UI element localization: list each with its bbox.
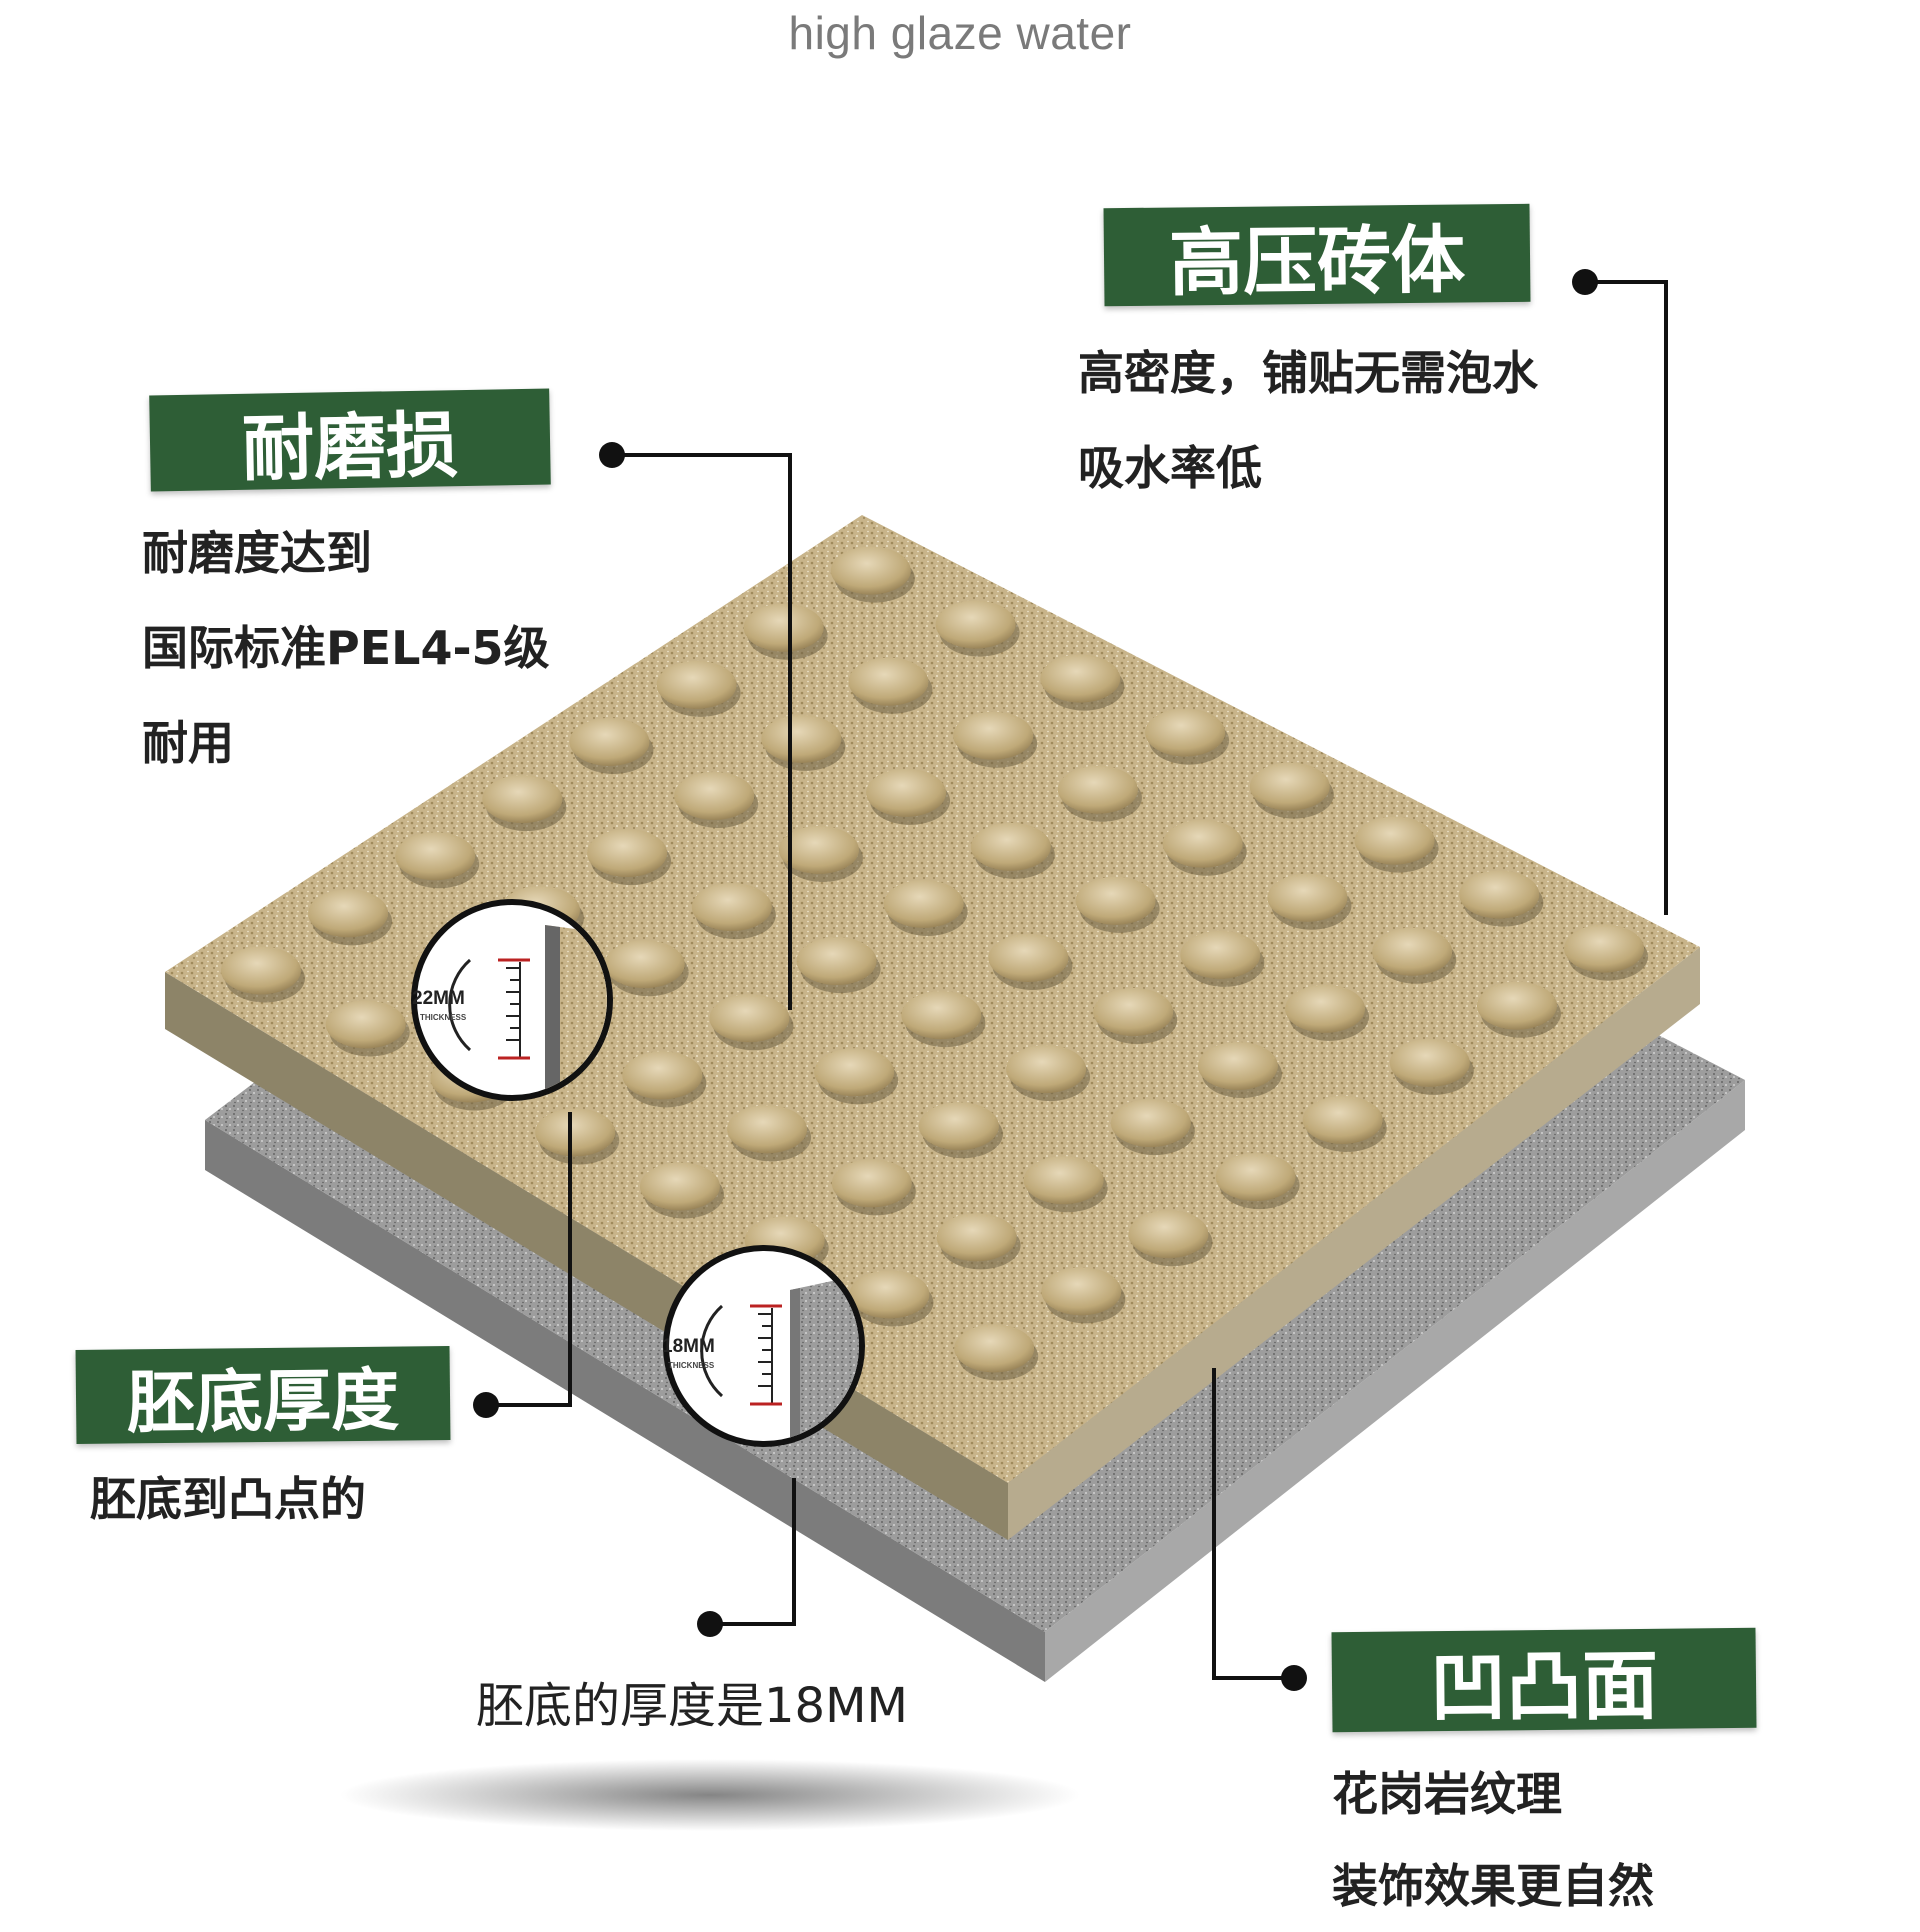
dome (1215, 1153, 1296, 1202)
badge-22mm-value: 22MM (412, 988, 465, 1009)
dome (1041, 1267, 1122, 1316)
dome (727, 1105, 808, 1154)
dome (1302, 1095, 1383, 1144)
dome (569, 717, 650, 766)
dome (778, 825, 859, 874)
pressure-line-1: 高密度，铺贴无需泡水 (1078, 346, 1538, 400)
dome (866, 768, 947, 817)
dome (1249, 762, 1330, 811)
dome (988, 933, 1069, 982)
badge-22mm-sub: THICKNESS (420, 1013, 467, 1022)
base-thickness-note: 胚底的厚度是18MM (476, 1678, 908, 1734)
dome (587, 829, 668, 878)
dome (656, 660, 737, 709)
dome (1075, 876, 1156, 925)
dome (796, 937, 877, 986)
dome (761, 714, 842, 763)
dome (831, 1159, 912, 1208)
high-pressure-description: 高密度，铺贴无需泡水 吸水率低 (1078, 326, 1538, 516)
dome (1057, 765, 1138, 814)
dome (1040, 654, 1121, 703)
dome (1564, 924, 1645, 973)
dome (1197, 1041, 1278, 1090)
dome (325, 1000, 406, 1049)
base-thickness-description: 胚底到凸点的 (90, 1452, 366, 1547)
dome (308, 889, 389, 938)
dome (883, 879, 964, 928)
wear-line-3: 耐用 (142, 716, 234, 770)
dome (1354, 816, 1435, 865)
dome (482, 775, 563, 824)
relief-surface-description: 花岗岩纹理 装饰效果更自然 (1332, 1748, 1654, 1932)
header-caption: high glaze water (788, 7, 1132, 59)
pressure-line-2: 吸水率低 (1078, 441, 1262, 495)
thickness-badge-18mm: 18MM THICKNESS (662, 1245, 865, 1447)
dome (953, 711, 1034, 760)
dome (954, 1324, 1035, 1373)
leader-dots (473, 269, 1598, 1691)
wear-line-2: 国际标准PEL4-5级 (142, 621, 550, 675)
dome (1372, 927, 1453, 976)
wear-line-1: 耐磨度达到 (142, 526, 372, 580)
dome (674, 771, 755, 820)
dome (1389, 1038, 1470, 1087)
base-thickness-line-1: 胚底到凸点的 (90, 1472, 366, 1526)
relief-line-2: 装饰效果更自然 (1332, 1859, 1654, 1913)
badge-18mm-sub: THICKNESS (668, 1361, 715, 1370)
dome (1128, 1210, 1209, 1259)
dome (604, 940, 685, 989)
high-pressure-title: 高压砖体 (1103, 203, 1531, 307)
dome (849, 1270, 930, 1319)
dome (1285, 984, 1366, 1033)
dome (1162, 819, 1243, 868)
dome (1145, 708, 1226, 757)
dome (848, 657, 929, 706)
dome (1267, 873, 1348, 922)
floor-shadow (340, 1759, 1080, 1831)
dome (709, 994, 790, 1043)
dome (901, 991, 982, 1040)
dome (639, 1162, 720, 1211)
dome (220, 946, 301, 995)
dome (691, 883, 772, 932)
wear-resistance-description: 耐磨度达到 国际标准PEL4-5级 耐用 (142, 506, 550, 791)
dome (1023, 1156, 1104, 1205)
dome (743, 603, 824, 652)
dome (535, 1108, 616, 1157)
dome (622, 1051, 703, 1100)
relief-line-1: 花岗岩纹理 (1332, 1767, 1562, 1821)
dome (1476, 981, 1557, 1030)
leader-lines (486, 280, 1668, 1680)
dome (830, 546, 911, 595)
dome (1459, 870, 1540, 919)
dome (1110, 1099, 1191, 1148)
dome (1093, 987, 1174, 1036)
wear-resistance-title: 耐磨损 (149, 388, 551, 492)
truncated-dome-grid (220, 546, 1649, 1381)
dome (1180, 930, 1261, 979)
relief-surface-title: 凹凸面 (1331, 1627, 1757, 1733)
dome (1006, 1045, 1087, 1094)
dome (936, 1213, 1017, 1262)
dome (395, 832, 476, 881)
base-thickness-title: 胚底厚度 (75, 1346, 451, 1444)
badge-18mm-value: 18MM (662, 1336, 715, 1357)
dome (935, 600, 1016, 649)
dome (918, 1102, 999, 1151)
dome (814, 1048, 895, 1097)
dome (970, 822, 1051, 871)
